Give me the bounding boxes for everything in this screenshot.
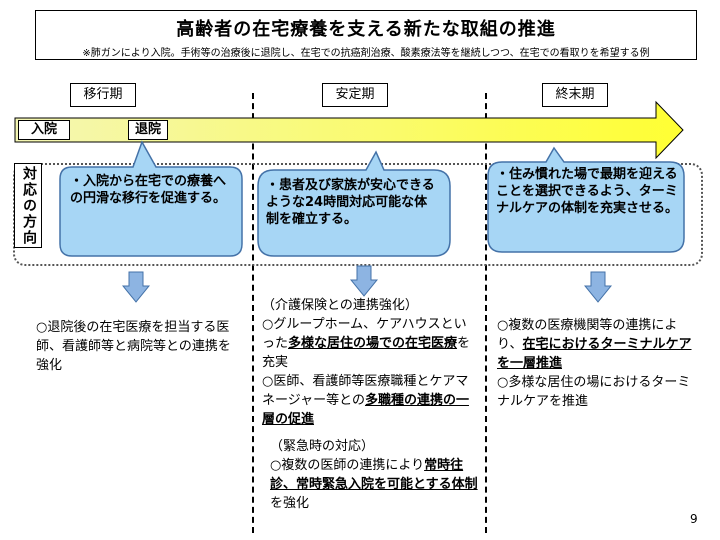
down-arrow-icon [350, 265, 378, 297]
timeline-arrow [14, 100, 684, 160]
phase-divider-2 [485, 93, 487, 533]
phase-divider-1 [252, 93, 254, 533]
discharge-tag: 退院 [128, 120, 168, 140]
details-terminal: ○複数の医療機関等の連携により、在宅におけるターミナルケアを一層推進 ○多様な居… [497, 316, 697, 411]
detail-text: ○グループホーム、ケアハウスといった [262, 317, 467, 351]
detail-text: ○複数の医師の連携により [270, 458, 425, 473]
policy-bubble-stable: ・患者及び家族が安心できるような24時間対応可能な体制を確立する。 [256, 150, 452, 260]
detail-item: ○複数の医師の連携により常時往診、常時緊急入院を可能とする体制を強化 [262, 456, 478, 513]
detail-item: ○多様な居住の場におけるターミナルケアを推進 [497, 375, 691, 409]
section-heading-emergency: （緊急時の対応） [270, 439, 375, 454]
detail-emphasis: 常時往診、常時緊急入院を可能とする体制 [270, 458, 478, 492]
page-title: 高齢者の在宅療養を支える新たな取組の推進 [176, 19, 556, 40]
speech-bubble-shape [59, 140, 243, 257]
page-number: 9 [690, 512, 698, 526]
detail-text: ○医師、看護師等医療職種とケアマネージャー等との [262, 374, 469, 408]
down-arrow-icon [584, 271, 612, 303]
detail-item: ○医師、看護師等医療職種とケアマネージャー等との多職種の連携の一層の促進 [262, 372, 478, 429]
phase-label-transition: 移行期 [70, 83, 136, 107]
down-arrow-icon [122, 271, 150, 303]
admission-tag: 入院 [18, 120, 70, 140]
bubble-text-stable: ・患者及び家族が安心できるような24時間対応可能な体制を確立する。 [266, 178, 435, 227]
detail-emphasis: 多様な居住の場での在宅医療 [288, 336, 458, 351]
details-transition: ○退院後の在宅医療を担当する医師、看護師等と病院等との連携を強化 [36, 318, 242, 375]
page-subtitle: ※肺ガンにより入院。手術等の治療後に退院し、在宅での抗癌剤治療、酸素療法等を継続… [82, 48, 650, 59]
speech-bubble-shape [487, 146, 685, 253]
detail-item: ○複数の医療機関等の連携により、在宅におけるターミナルケアを一層推進 [497, 316, 697, 373]
speech-bubble-shape [257, 150, 451, 257]
policy-bubble-transition: ・入院から在宅での療養への円滑な移行を促進する。 [58, 140, 244, 258]
detail-text: を強化 [270, 496, 310, 511]
bubble-text-transition: ・入院から在宅での療養への円滑な移行を促進する。 [70, 174, 227, 206]
policy-bubble-terminal: ・住み慣れた場で最期を迎えることを選択できるよう、ターミナルケアの体制を充実させ… [486, 146, 686, 256]
title-box: 高齢者の在宅療養を支える新たな取組の推進 ※肺ガンにより入院。手術等の治療後に退… [35, 10, 697, 60]
phase-label-stable: 安定期 [322, 83, 388, 107]
detail-item: ○グループホーム、ケアハウスといった多様な居住の場での在宅医療を充実 [262, 315, 478, 372]
section-heading-care-insurance: （介護保険との連携強化） [262, 298, 418, 313]
details-stable: （介護保険との連携強化） ○グループホーム、ケアハウスといった多様な居住の場での… [262, 296, 478, 513]
policy-direction-label: 対応の方向 [14, 163, 42, 248]
detail-emphasis: 多職種の連携の一層の促進 [262, 393, 469, 427]
detail-text: を充実 [262, 336, 471, 370]
detail-item: ○退院後の在宅医療を担当する医師、看護師等と病院等との連携を強化 [36, 320, 231, 373]
phase-label-terminal: 終末期 [542, 83, 608, 107]
detail-text: ○複数の医療機関等の連携により、 [497, 318, 678, 352]
detail-emphasis: 在宅におけるターミナルケアを一層推進 [497, 337, 692, 371]
bubble-text-terminal: ・住み慣れた場で最期を迎えることを選択できるよう、ターミナルケアの体制を充実させ… [496, 167, 679, 216]
